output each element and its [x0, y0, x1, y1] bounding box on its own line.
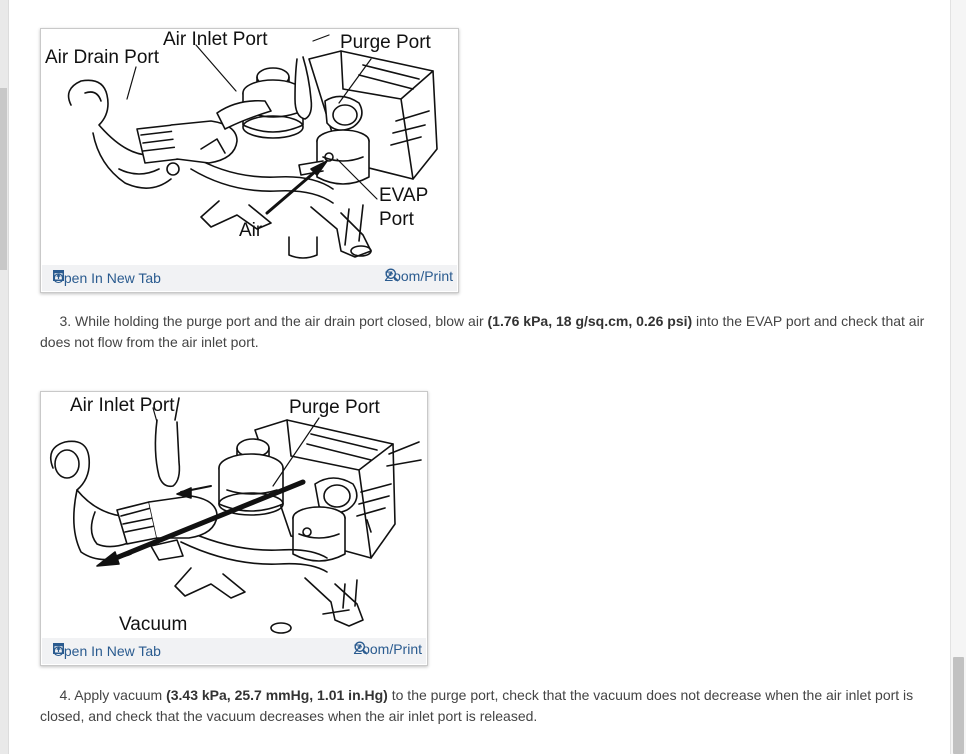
figure-footer: Open In New Tab Zoom/Print [42, 265, 457, 291]
open-in-new-tab-label: Open In New Tab [53, 643, 161, 659]
zoom-print-label: Zoom/Print [384, 268, 453, 284]
left-scrollbar-track[interactable] [0, 0, 8, 754]
evap-canister-diagram-2 [49, 397, 422, 634]
step-spec: (3.43 kPa, 25.7 mmHg, 1.01 in.Hg) [166, 687, 388, 703]
step-text-end: into the EVAP port and check that air do… [40, 313, 925, 350]
label-air-inlet-port: Air Inlet Port [163, 29, 268, 50]
figure-footer: Open In New Tab Zoom/Print [42, 638, 426, 664]
open-in-new-tab-link[interactable]: Open In New Tab [53, 270, 161, 286]
step-text: Apply vacuum [71, 687, 167, 703]
open-in-new-tab-label: Open In New Tab [53, 270, 161, 286]
label-purge-port: Purge Port [340, 32, 431, 53]
label-air-inlet-port: Air Inlet Port [70, 395, 175, 416]
label-air: Air [239, 220, 263, 241]
zoom-in-icon [385, 268, 399, 282]
step-text-end: to the purge port, check that the vacuum… [40, 687, 914, 724]
right-scrollbar-track[interactable] [950, 0, 966, 754]
left-divider [8, 0, 9, 754]
open-in-new-tab-icon [53, 643, 64, 654]
figure-evap-port-test: Air Inlet Port Air Drain Port Purge Port… [40, 28, 459, 293]
evap-canister-diagram-1 [67, 34, 438, 259]
label-purge-port: Purge Port [289, 397, 380, 418]
figure-vacuum-test: Air Inlet Port Purge Port Vacuum Open In… [40, 391, 428, 666]
step-number: 4. [59, 687, 72, 703]
step-spec: (1.76 kPa, 18 g/sq.cm, 0.26 psi) [487, 313, 693, 329]
left-scrollbar-thumb[interactable] [0, 88, 7, 270]
step-4-paragraph: 4. Apply vacuum (3.43 kPa, 25.7 mmHg, 1.… [40, 685, 940, 727]
open-in-new-tab-icon [53, 270, 64, 281]
label-vacuum: Vacuum [119, 614, 188, 635]
step-3-paragraph: 3. While holding the purge port and the … [40, 311, 940, 353]
open-in-new-tab-link[interactable]: Open In New Tab [53, 643, 161, 659]
step-text: While holding the purge port and the air… [71, 313, 488, 329]
label-evap-port: Port [379, 209, 414, 230]
zoom-print-link[interactable]: Zoom/Print [385, 268, 453, 284]
zoom-in-icon [354, 641, 368, 655]
label-air-drain-port: Air Drain Port [45, 47, 160, 68]
step-number: 3. [59, 313, 72, 329]
zoom-print-link[interactable]: Zoom/Print [354, 641, 422, 657]
zoom-print-label: Zoom/Print [353, 641, 422, 657]
label-evap: EVAP [379, 185, 429, 206]
right-scrollbar-thumb[interactable] [953, 657, 964, 754]
